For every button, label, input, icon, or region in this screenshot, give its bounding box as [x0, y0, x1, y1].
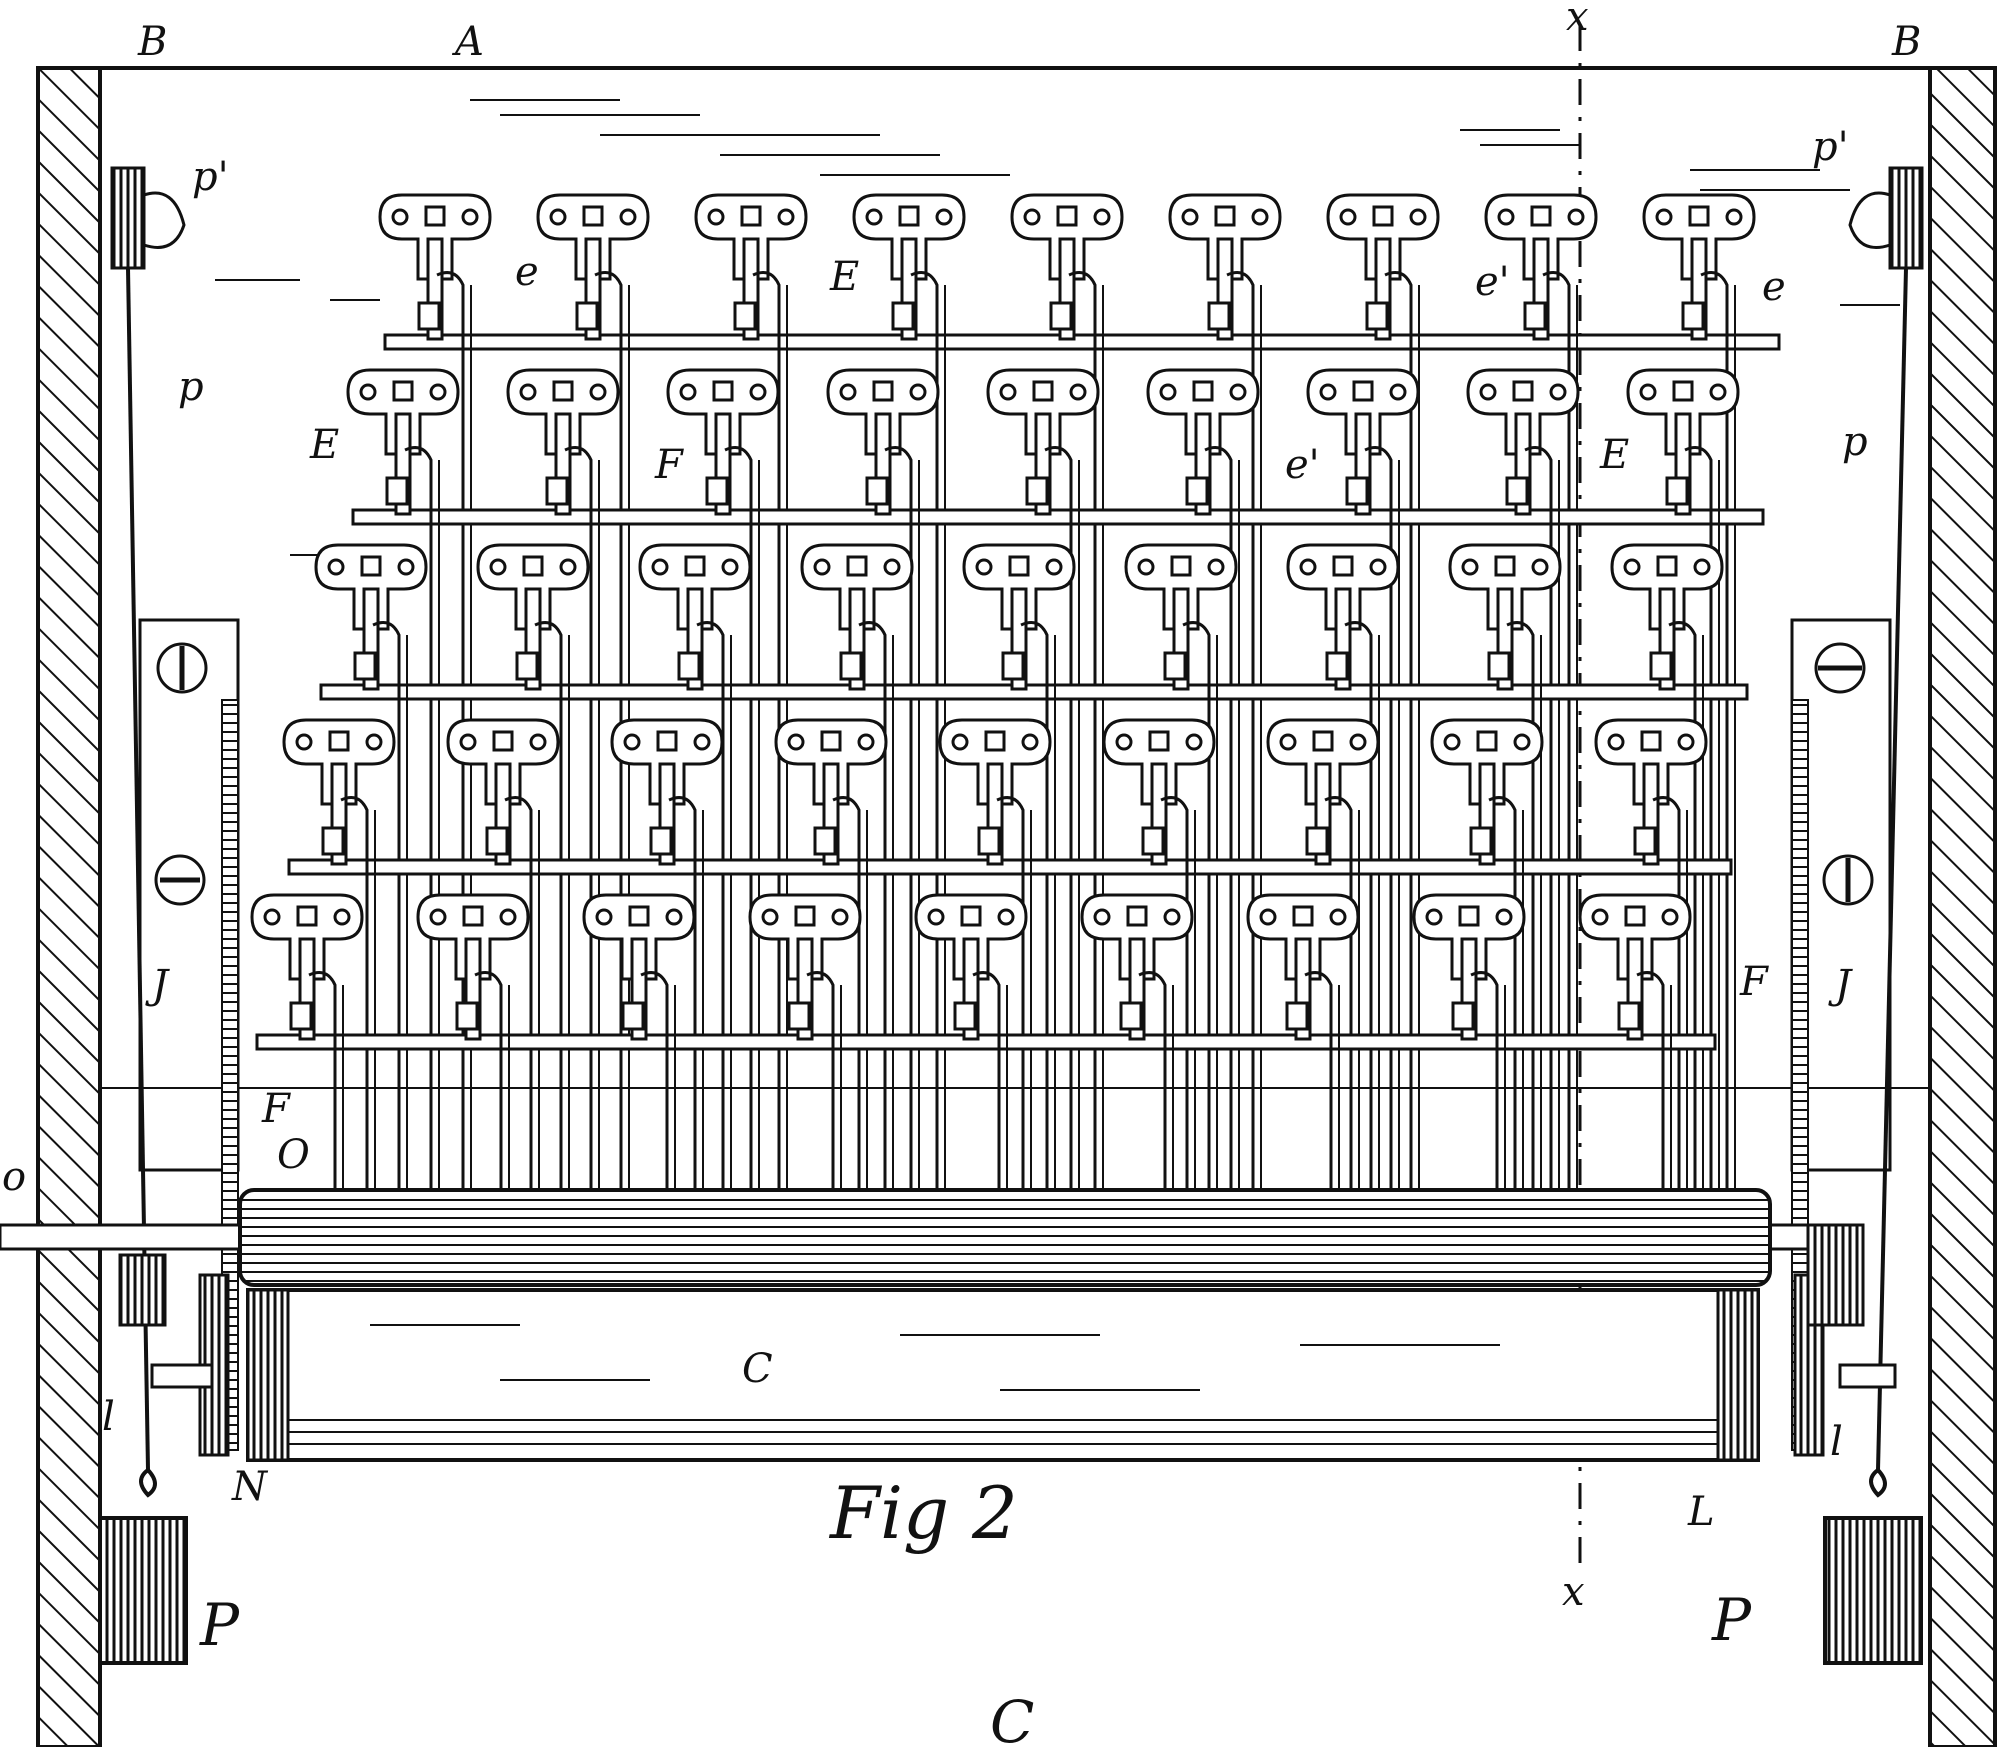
key-lever: [314, 543, 428, 1190]
label-j-right: J: [1828, 962, 1853, 1008]
label-x-top: x: [1566, 0, 1589, 40]
key-lever: [476, 543, 590, 1190]
key-lever: [1610, 543, 1724, 1190]
key-lever: [666, 368, 780, 1190]
left-pin-l: [150, 1363, 214, 1389]
key-lever: [1448, 543, 1562, 1190]
key-lever: [610, 718, 724, 1190]
label-p-left: p: [178, 364, 204, 410]
key-rod: [319, 683, 1749, 701]
key-lever: [1124, 543, 1238, 1190]
key-array: [250, 193, 1781, 1190]
key-lever: [1430, 718, 1544, 1190]
key-lever: [1246, 893, 1360, 1190]
key-lever: [506, 368, 620, 1190]
key-lever: [774, 718, 888, 1190]
cylinder-c: [246, 1288, 1760, 1462]
right-wall-b: [1928, 66, 1997, 1747]
label-l-gear: L: [1687, 1489, 1715, 1535]
key-lever: [800, 543, 914, 1190]
label-p-weight-left: P: [199, 1591, 240, 1659]
key-lever: [1594, 718, 1708, 1190]
key-lever: [1266, 718, 1380, 1190]
label-e-top: E: [829, 254, 859, 300]
label-e-2: e: [1762, 264, 1786, 310]
label-n: N: [231, 1464, 269, 1510]
key-lever: [986, 368, 1100, 1190]
key-lever: [1146, 368, 1260, 1190]
label-c: C: [742, 1346, 773, 1392]
right-pulley-p-prime: [1848, 166, 1924, 270]
left-bracket-j: [138, 618, 240, 1457]
key-rod: [287, 858, 1733, 876]
right-bracket-j: [1790, 618, 1892, 1457]
key-rod: [351, 508, 1765, 526]
figure-caption: Fig 2: [828, 1471, 1018, 1555]
label-f-right: F: [1739, 959, 1769, 1005]
right-cord-p: [1876, 267, 1908, 1471]
key-lever: [346, 368, 460, 1190]
key-lever: [962, 543, 1076, 1190]
key-lever: [582, 893, 696, 1190]
key-lever: [914, 893, 1028, 1190]
key-lever: [416, 893, 530, 1190]
label-p-prime-left: p': [192, 154, 229, 200]
label-e-left: E: [309, 422, 339, 468]
key-lever: [1102, 718, 1216, 1190]
label-a: A: [451, 19, 484, 65]
roller-o: [238, 1188, 1772, 1287]
key-lever: [282, 718, 396, 1190]
label-p-weight-right: P: [1711, 1586, 1752, 1654]
key-lever: [1626, 368, 1740, 1190]
key-lever: [446, 718, 560, 1190]
label-l-right: l: [1830, 1419, 1843, 1465]
key-lever: [1466, 368, 1580, 1190]
left-gear-n: [118, 1253, 167, 1327]
key-lever: [938, 718, 1052, 1190]
key-lever: [250, 893, 364, 1190]
key-rod: [255, 1033, 1717, 1051]
right-pin-l: [1838, 1363, 1897, 1389]
key-lever: [1306, 368, 1420, 1190]
label-j-left: J: [145, 962, 170, 1008]
label-x-bottom: x: [1562, 1569, 1585, 1615]
label-b-left: B: [137, 19, 167, 65]
label-p-prime-right: p': [1812, 124, 1849, 170]
key-lever: [1080, 893, 1194, 1190]
shading-lines: [215, 99, 1900, 556]
key-rod: [383, 333, 1781, 351]
left-wall-b: [36, 66, 102, 1747]
label-f-lower: F: [261, 1086, 291, 1132]
key-lever: [1412, 893, 1526, 1190]
label-b-right: B: [1891, 19, 1921, 65]
key-lever: [638, 543, 752, 1190]
label-e-right: E: [1599, 432, 1629, 478]
label-f-1: F: [654, 442, 684, 488]
key-lever: [1286, 543, 1400, 1190]
frame-a: [75, 66, 1955, 1089]
label-e-prime-mid: e': [1285, 442, 1320, 488]
right-weight-p: [1823, 1468, 1923, 1665]
key-lever: [748, 893, 862, 1190]
label-p-right: p: [1842, 419, 1868, 465]
label-e-prime-top: e': [1475, 259, 1510, 305]
key-lever: [826, 368, 940, 1190]
right-gear-l: [1806, 1223, 1865, 1327]
left-weight-p: [98, 1468, 188, 1665]
key-lever: [1578, 893, 1692, 1190]
label-c-bottom: C: [990, 1688, 1034, 1747]
label-l-left: l: [102, 1394, 115, 1440]
label-o-shaft: o: [2, 1154, 26, 1200]
label-e-1: e: [515, 249, 539, 295]
key-lever: [1642, 193, 1756, 1190]
label-o-roller: O: [277, 1132, 310, 1178]
left-pulley-p-prime: [110, 166, 186, 270]
